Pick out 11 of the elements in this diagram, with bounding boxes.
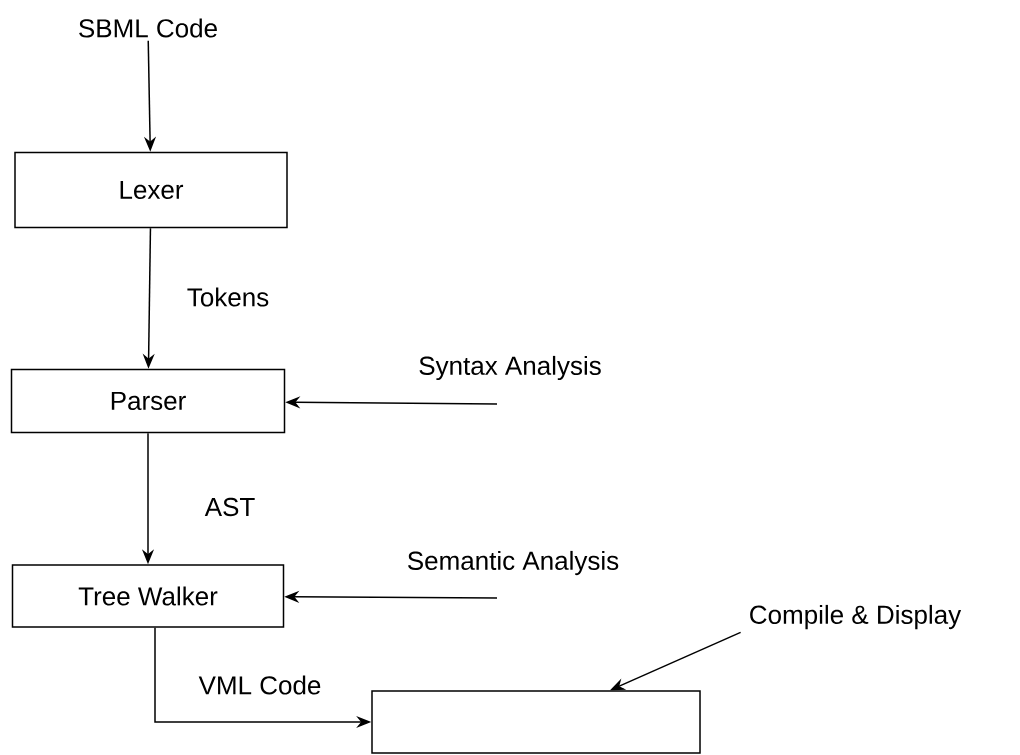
process-box: Tree Walker [11,564,285,628]
edge-label: Tokens [184,285,272,309]
empty-box [371,690,701,754]
edge-label: Semantic Analysis [404,548,622,578]
text-label: SBML Code [79,18,217,38]
process-box: Parser [10,368,286,434]
edge-label: Syntax Analysis [416,353,604,383]
text-label: Compile & Display [750,604,962,630]
edge-label: AST [202,495,258,519]
edge-label: VML Code [196,673,324,697]
process-box: Lexer [14,151,288,229]
